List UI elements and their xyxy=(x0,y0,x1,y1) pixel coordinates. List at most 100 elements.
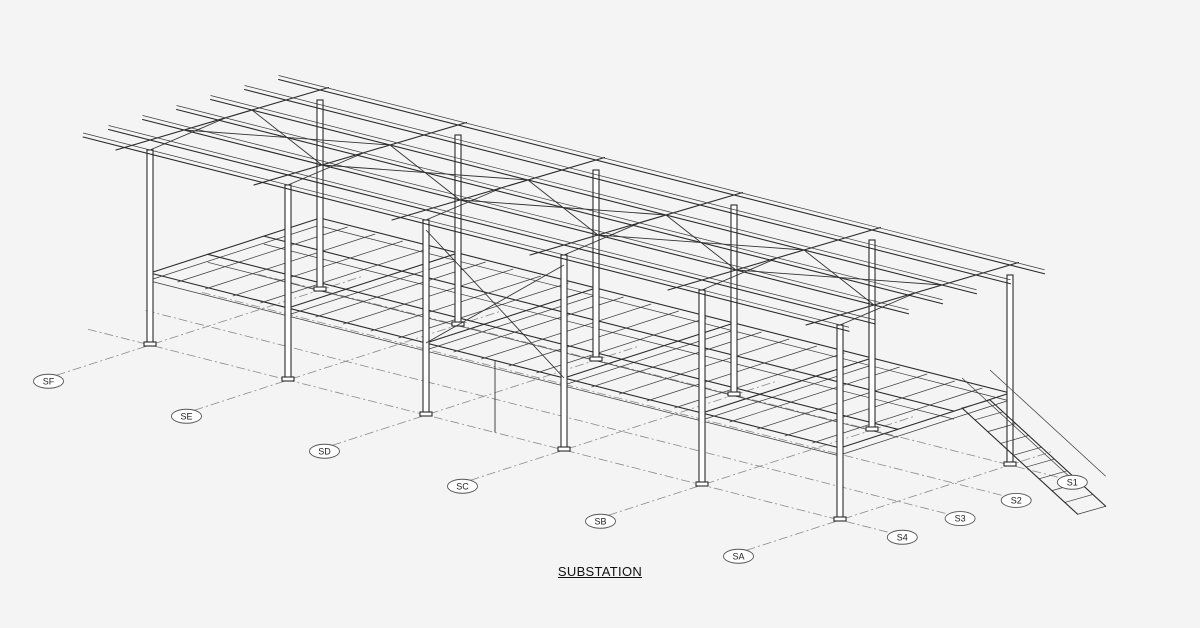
roof-purlin-flange xyxy=(244,85,1011,281)
steel-column xyxy=(422,219,430,416)
steel-column xyxy=(698,289,706,486)
grid-bubble-label: SD xyxy=(318,446,331,456)
roof-framing xyxy=(82,75,1046,332)
gridline-numbered xyxy=(201,292,1003,496)
grid-bubble-label: SE xyxy=(180,411,192,421)
roof-purlin xyxy=(244,88,1012,285)
grid-bubble-sd: SD xyxy=(309,443,340,459)
grid-bubble-outline xyxy=(585,513,616,529)
stair-tread xyxy=(987,423,1016,432)
floor-crossbeam xyxy=(287,252,459,309)
roof-purlin-flange xyxy=(83,132,850,328)
roof-purlin xyxy=(176,108,944,305)
floor-crossbeam xyxy=(563,322,735,379)
grid-bubble-s1: S1 xyxy=(1056,474,1088,490)
gridline-lettered xyxy=(56,275,363,376)
base-plate xyxy=(695,481,709,487)
base-plate xyxy=(451,321,465,327)
roof-purlin-flange xyxy=(108,125,875,321)
grid-bubble-label: S1 xyxy=(1067,477,1078,487)
columns xyxy=(143,99,1017,522)
base-plate xyxy=(313,286,327,292)
knee-brace xyxy=(149,117,227,151)
grid-bubble-outline xyxy=(723,548,754,564)
stair-tread xyxy=(1064,494,1093,503)
floor-crossbeam xyxy=(149,217,321,274)
roof-rafter xyxy=(253,121,468,186)
gridline-lettered xyxy=(332,345,639,446)
roof-rafter xyxy=(667,226,882,291)
roof-purlin-flange xyxy=(142,115,909,311)
base-plate xyxy=(589,356,603,362)
knee-brace xyxy=(701,257,779,291)
base-plate xyxy=(833,516,847,522)
floor-crossbeam xyxy=(701,357,873,414)
stair-tread xyxy=(1077,505,1106,515)
base-plate xyxy=(419,411,433,417)
grid-bubble-outline xyxy=(1056,474,1088,490)
roof-purlin-flange xyxy=(210,95,977,291)
knee-brace xyxy=(425,187,503,221)
gridline-lettered xyxy=(746,450,1053,551)
grid-bubble-outline xyxy=(447,478,478,494)
knee-brace xyxy=(287,152,365,186)
floor-crossbeam-flange xyxy=(701,364,873,421)
grid-bubble-s2: S2 xyxy=(1000,492,1032,508)
grid-bubble-outline xyxy=(171,408,202,424)
steel-column xyxy=(836,324,844,521)
stair xyxy=(961,369,1107,515)
gridline-numbered xyxy=(145,310,947,514)
stair-tread xyxy=(961,399,991,409)
grid-bubble-outline xyxy=(33,373,64,389)
gridline-lettered xyxy=(194,310,501,411)
floor-crossbeam-flange xyxy=(425,294,597,351)
roof-brace xyxy=(389,144,461,201)
roof-purlin xyxy=(278,78,1046,275)
floor-girder-flange xyxy=(319,225,1011,402)
roof-purlin xyxy=(210,98,978,295)
cross-brace xyxy=(425,229,565,379)
base-plate xyxy=(281,376,295,382)
roof-rafter xyxy=(805,261,1020,326)
roof-brace xyxy=(665,214,737,271)
stair-tread xyxy=(1000,435,1029,444)
knee-brace xyxy=(839,292,917,326)
steel-column xyxy=(284,184,292,381)
stair-tread xyxy=(1026,458,1055,468)
roof-rafter xyxy=(529,191,744,256)
knee-brace xyxy=(563,222,641,256)
stair-stringer xyxy=(989,399,1107,507)
drawing-title-text: SUBSTATION xyxy=(557,564,643,579)
base-plate xyxy=(727,391,741,397)
grid-bubble-label: S3 xyxy=(955,514,966,524)
base-plate xyxy=(1003,461,1017,467)
grid-bubble-label: S4 xyxy=(897,532,908,542)
stair-handrail xyxy=(989,369,1106,477)
gridline-numbered xyxy=(257,273,1059,478)
roof-brace xyxy=(527,179,599,236)
grid-bubble-sa: SA xyxy=(723,548,754,564)
steel-column xyxy=(730,204,738,396)
base-plate xyxy=(865,426,879,432)
steel-column xyxy=(316,99,324,291)
roof-purlin xyxy=(108,128,876,325)
roof-purlin-flange xyxy=(176,105,943,301)
gridline-numbered xyxy=(87,328,889,533)
floor-crossbeam-flange xyxy=(839,399,1011,456)
steel-column xyxy=(1006,274,1014,466)
stair-tread xyxy=(1039,470,1068,480)
grid-bubble-sf: SF xyxy=(33,373,64,389)
grid-bubble-label: SC xyxy=(456,481,469,491)
drawing-title: SUBSTATION xyxy=(0,564,1200,579)
floor-crossbeam-flange xyxy=(149,224,321,281)
grid-bubble-s3: S3 xyxy=(944,511,976,526)
steel-column xyxy=(146,149,154,346)
grid-bubble-s4: S4 xyxy=(886,529,918,545)
grid-bubble-outline xyxy=(1000,492,1032,508)
grid-bubble-label: SB xyxy=(594,516,606,526)
stair-tread xyxy=(974,411,1003,421)
roof-purlin xyxy=(82,136,850,332)
